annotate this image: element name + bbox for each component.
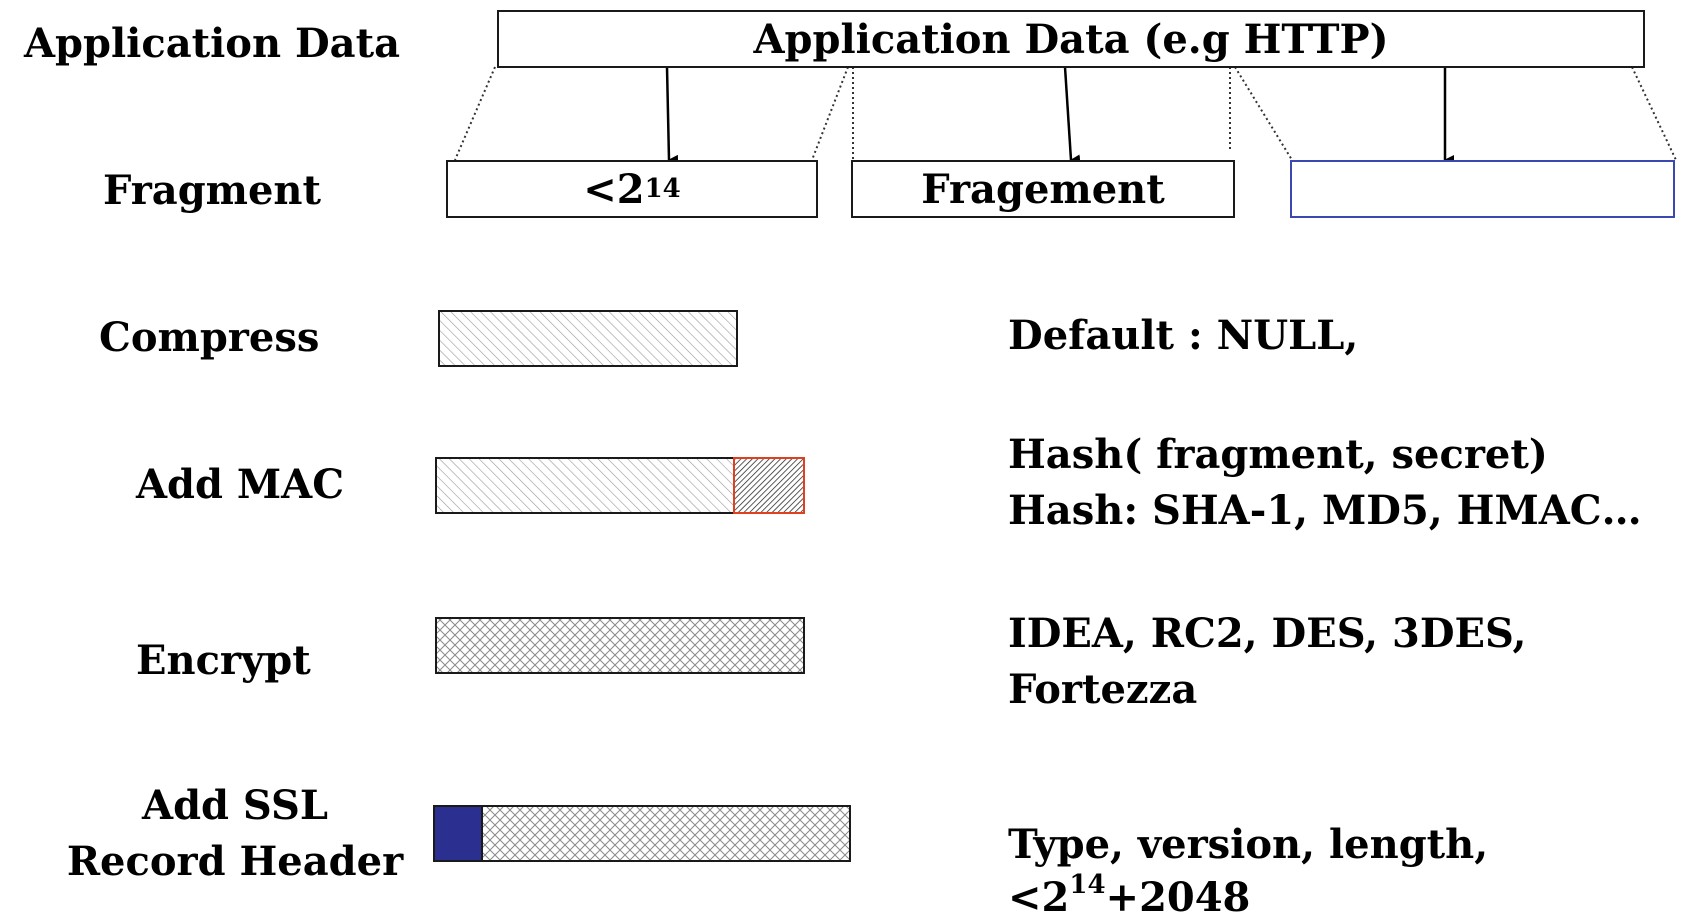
row-label-fragment: Fragment (103, 167, 321, 214)
fragment-arrows (665, 66, 1454, 165)
row-label-encrypt: Encrypt (136, 637, 311, 684)
compress-description: Default : NULL, (1008, 312, 1359, 359)
fragment-box-3 (1290, 160, 1675, 218)
application-data-box: Application Data (e.g HTTP) (497, 10, 1645, 68)
fragment-box-2: Fragement (851, 160, 1235, 218)
mac-description-line2: Hash: SHA-1, MD5, HMAC… (1008, 487, 1642, 534)
ssl-record-header-block (433, 805, 483, 862)
row-label-record-header: Record Header (66, 838, 404, 885)
split-connectors (454, 66, 1677, 161)
mac-data-bar (435, 457, 735, 514)
fragment-size-base: <2 (583, 165, 645, 213)
header-size-exponent: 14 (1069, 870, 1106, 900)
ssl-record-payload (481, 805, 851, 862)
compressed-bar (438, 310, 738, 367)
header-size-rest: +2048 (1105, 874, 1251, 918)
fragment-box-3-label (1292, 162, 1673, 216)
encrypt-description-line1: IDEA, RC2, DES, 3DES, (1008, 610, 1527, 657)
fragment-box-2-label: Fragement (921, 165, 1165, 213)
header-size-base: <2 (1008, 874, 1070, 918)
header-description-line2: <214+2048 (1008, 870, 1250, 918)
application-data-box-label: Application Data (e.g HTTP) (753, 15, 1389, 63)
arrow-to-fragment-2 (1063, 66, 1081, 165)
mac-trailer (733, 457, 805, 514)
row-label-add-mac: Add MAC (136, 461, 345, 508)
header-description-line1: Type, version, length, (1008, 821, 1489, 868)
encrypt-description-line2: Fortezza (1008, 666, 1198, 713)
arrow-to-fragment-1 (665, 66, 679, 165)
mac-description-line1: Hash( fragment, secret) (1008, 431, 1548, 478)
row-label-compress: Compress (99, 314, 320, 361)
row-label-application-data: Application Data (24, 20, 400, 67)
encrypted-bar (435, 617, 805, 674)
row-label-add-ssl: Add SSL (142, 782, 328, 829)
